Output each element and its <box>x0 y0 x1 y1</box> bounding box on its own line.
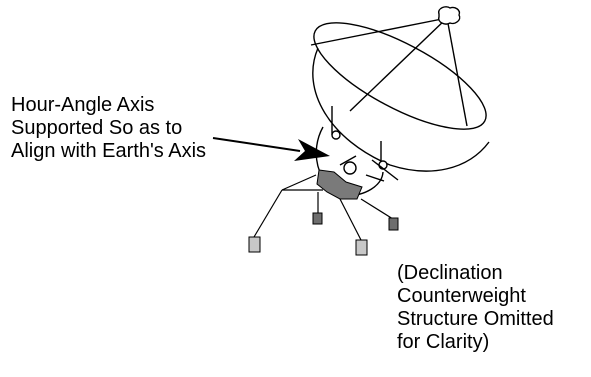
note-line: Align with Earth's Axis <box>11 140 207 162</box>
foundation-pad <box>388 217 399 231</box>
foundation-pad <box>248 236 261 253</box>
pivot-bearing <box>343 161 357 175</box>
hour-angle-axis-note: Hour-Angle Axis Supported So as to Align… <box>11 94 206 163</box>
note-line: Hour-Angle Axis <box>11 94 155 116</box>
note-line: Supported So as to <box>11 117 183 139</box>
axis-bar <box>365 174 385 182</box>
pivot-bearing <box>331 130 341 140</box>
dish-reflector <box>310 6 490 172</box>
arrow-shaft <box>212 137 301 152</box>
support-leg <box>281 174 317 191</box>
feed-leg <box>349 17 448 112</box>
feed-leg <box>446 17 468 127</box>
axis-bar <box>339 155 357 166</box>
pointer-arrow <box>212 137 330 161</box>
axis-bar <box>371 159 399 181</box>
support-leg <box>360 198 394 220</box>
feed-leg <box>310 17 448 46</box>
mount-structure <box>315 106 399 200</box>
arrow-head <box>294 139 330 161</box>
dish-rim <box>313 22 487 130</box>
support-leg <box>339 198 362 241</box>
support-leg <box>253 189 283 238</box>
foundation-pad <box>355 239 368 256</box>
foundation-pads <box>248 212 399 256</box>
declination-housing <box>316 169 363 200</box>
note-line: (Declination <box>397 262 503 284</box>
foundation-pad <box>312 212 323 225</box>
note-line: Structure Omitted <box>397 308 554 330</box>
note-line: for Clarity) <box>397 331 490 353</box>
feed-horn <box>438 6 461 25</box>
note-line: Counterweight <box>397 285 526 307</box>
support-legs <box>253 174 394 241</box>
declination-omitted-note: (Declination Counterweight Structure Omi… <box>397 262 554 354</box>
